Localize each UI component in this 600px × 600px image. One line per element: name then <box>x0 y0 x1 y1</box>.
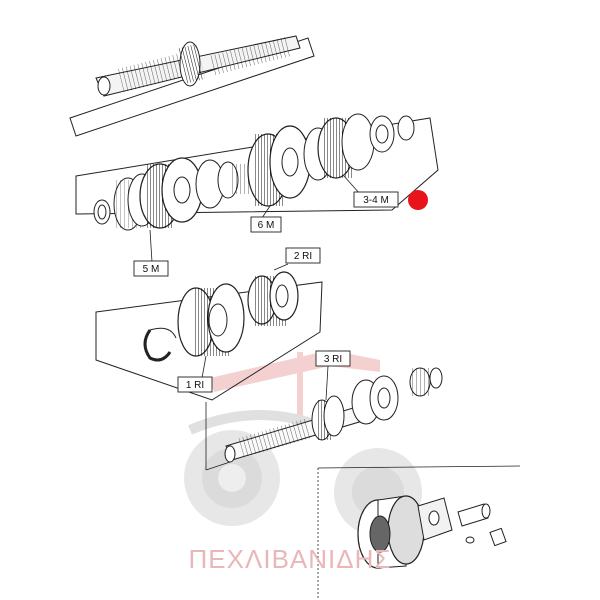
label-5m-text: 5 M <box>143 264 160 275</box>
label-6m: 6 M <box>250 216 282 233</box>
gear-1ri <box>177 283 245 357</box>
gear-5m <box>139 157 203 229</box>
red-dot-marker[interactable] <box>408 190 428 210</box>
needle-bearing <box>409 367 443 397</box>
reverse-gear-assembly: 2 RI 1 RI <box>95 247 323 401</box>
snap-ring <box>143 327 177 362</box>
label-2ri: 2 RI <box>285 247 321 264</box>
label-5m: 5 M <box>133 260 169 277</box>
gear-6m <box>247 125 311 207</box>
label-1ri-text: 1 RI <box>186 380 204 391</box>
label-6m-text: 6 M <box>258 220 275 231</box>
label-1ri: 1 RI <box>177 376 213 393</box>
watermark-text: ΠΕΧΛΙΒΑΝΙΔΗΣ <box>189 544 392 574</box>
pin-cylinder <box>457 503 491 527</box>
gear-3-4m <box>303 113 375 181</box>
label-3ri: 3 RI <box>315 350 351 367</box>
lower-housing-assembly <box>317 465 521 600</box>
top-shaft <box>69 35 315 137</box>
housing-drum <box>357 495 425 569</box>
label-2ri-text: 2 RI <box>294 251 312 262</box>
bearing-right <box>369 115 415 153</box>
bearing-left <box>93 199 111 225</box>
label-3-4m: 3-4 M <box>353 191 399 208</box>
bolt-small <box>465 527 507 547</box>
middle-gear-assembly: 5 M 6 M 3-4 M <box>75 113 439 277</box>
main-shaft-assembly: 3 RI <box>205 350 443 471</box>
flange-plate <box>417 497 453 541</box>
label-3-4m-text: 3-4 M <box>363 195 389 206</box>
gear-3ri <box>311 395 345 441</box>
label-3ri-text: 3 RI <box>324 354 342 365</box>
main-shaft <box>224 399 387 463</box>
shaft-bearing <box>351 375 399 425</box>
gear-2ri <box>247 271 299 326</box>
